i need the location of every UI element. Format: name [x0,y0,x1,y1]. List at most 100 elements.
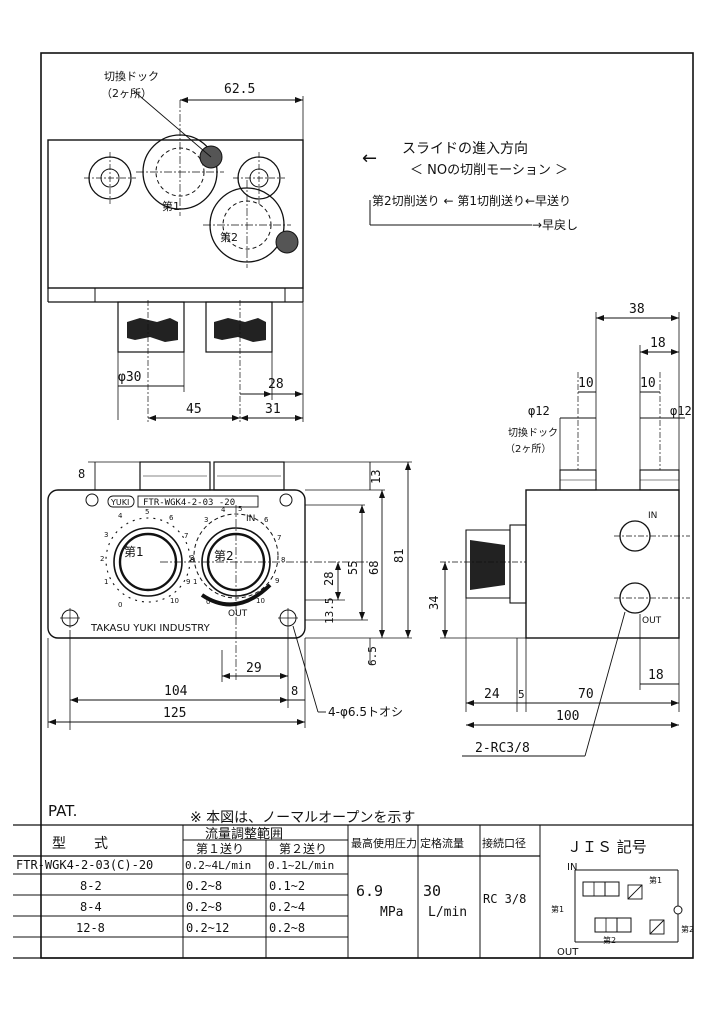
dim-24: 24 [484,687,500,702]
dial1-n2: 2 [100,555,104,563]
top-dock-label-2: （2ヶ所） [101,87,152,100]
table-note: ※ 本図は、ノーマルオープンを示す [190,810,415,826]
front-view [47,461,412,730]
dial1-n0: 0 [118,601,122,609]
dim-34: 34 [427,596,441,610]
direction-arrow: ← [362,148,377,169]
top-stage1-label: 第1 [162,199,180,213]
port-note: 2-RC3/8 [475,741,530,756]
dial1-n1: 1 [104,578,108,586]
side-dock-label-2: （2ヶ所） [505,443,551,455]
jis-stage2-a: 第2 [603,935,616,945]
dial1-n6: 6 [169,514,174,522]
hole-note: 4-φ6.5トオシ [328,705,403,719]
top-stage2-label: 第2 [220,230,238,244]
dim-8-front-b: 8 [291,684,298,698]
dial2-n8: 8 [281,556,285,564]
pat-label: PAT. [48,802,77,820]
col-flow-range: 流量調整範囲 [205,827,283,842]
dim-6-5: 6.5 [366,646,379,666]
row2-model: 8-2 [80,879,102,893]
dial2-n4: 4 [221,506,226,514]
dim-10-b: 10 [640,376,656,391]
dim-104: 104 [164,684,188,699]
dial-1-scale [105,517,191,603]
row3-model: 8-4 [80,900,102,914]
dial1-n10: 10 [170,597,179,605]
row2-feed1: 0.2~8 [186,879,222,893]
dial2-n1: 1 [193,578,197,586]
dim-62-5: 62.5 [224,82,255,97]
spec-table [13,824,693,959]
dial1-n5: 5 [145,508,149,516]
row2-feed2: 0.1~2 [269,879,305,893]
dim-8-front: 8 [78,467,85,481]
dock-mark-2 [275,230,299,254]
dim-81: 81 [392,549,406,563]
dim-phi30: φ30 [118,370,141,385]
dim-phi12-b: φ12 [670,404,692,418]
side-in-label: IN [648,511,657,521]
front-stage1-label: 第1 [124,545,144,559]
knob-stage1 [117,301,185,353]
front-in-label: IN [246,514,255,524]
dial-2-scale [193,513,279,599]
top-dock-label-1: 切換ドック [104,70,159,83]
dial2-n10: 10 [256,597,265,605]
direction-return: →早戻し [532,218,578,232]
row4-feed1: 0.2~12 [186,921,229,935]
dial2-n9: 9 [275,577,279,585]
dim-13-5: 13.5 [323,598,336,625]
dial2-n5: 5 [238,505,242,513]
direction-title: スライドの進入方向 [402,141,528,157]
dim-10-a: 10 [578,376,594,391]
row3-feed1: 0.2~8 [186,900,222,914]
row3-feed2: 0.2~4 [269,900,305,914]
dial1-n4: 4 [118,512,123,520]
dial2-n7: 7 [277,534,281,542]
dim-45: 45 [186,402,202,417]
dim-70: 70 [578,687,594,702]
dial1-n8: 8 [190,556,194,564]
dial2-n0: 0 [206,598,210,606]
dim-13: 13 [369,470,383,484]
dim-68: 68 [367,561,381,575]
dim-28-top: 28 [268,377,284,392]
dial1-n7: 7 [184,532,188,540]
dial1-n9: 9 [186,578,190,586]
top-view-body [47,139,304,289]
dim-100: 100 [556,709,579,724]
dim-5: 5 [518,688,525,701]
side-dock-label-1: 切換ドック [508,427,558,439]
dim-38: 38 [629,302,645,317]
col-pressure: 最高使用圧力 [351,836,417,850]
dial2-n3: 3 [204,516,208,524]
dial1-n3: 3 [104,531,108,539]
front-view-body [47,489,306,639]
dim-18-bottom: 18 [648,668,664,683]
col-rated: 定格流量 [420,836,464,850]
jis-stage2-b: 第2 [681,924,694,934]
side-out-label: OUT [642,616,662,626]
badge-yuki: YUKI [110,498,129,507]
jis-stage1-b: 第1 [551,904,564,914]
row4-model: 12-8 [76,921,105,935]
pressure-value: 6.9 [356,882,383,900]
rated-value: 30 [423,882,441,900]
dim-29: 29 [246,661,262,676]
direction-subtitle: ＜ NOの切削モーション ＞ [410,163,568,178]
jis-in: IN [567,862,577,873]
maker-label: TAKASU YUKI INDUSTRY [90,623,211,634]
port-value: RC 3/8 [483,892,526,906]
row1-feed1: 0.2~4L/min [185,859,251,872]
col-feed2: 第２送り [279,841,327,856]
knob-stage2 [205,301,273,353]
direction-sequence: 第2切削送り ← 第1切削送り←早送り [372,193,571,208]
dim-phi12-a: φ12 [528,404,550,418]
side-view [440,312,690,757]
dial2-n6: 6 [264,516,269,524]
jis-stage1-a: 第1 [649,875,662,885]
row1-feed2: 0.1~2L/min [268,859,334,872]
row4-feed2: 0.2~8 [269,921,305,935]
